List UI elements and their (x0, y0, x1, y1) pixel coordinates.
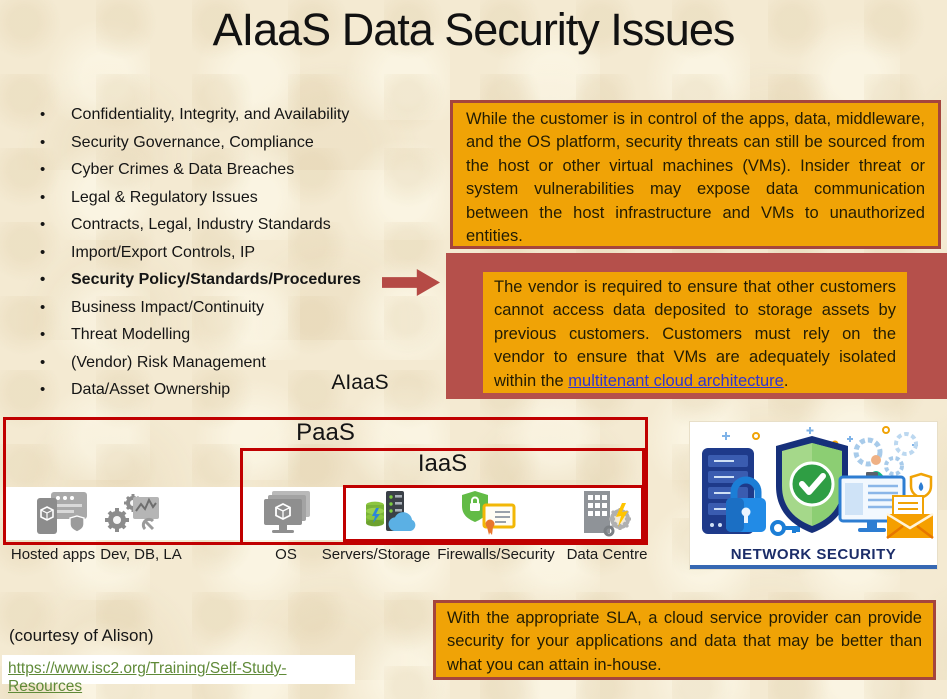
list-item: • Business Impact/Continuity (38, 294, 458, 322)
list-item-label: Cyber Crimes & Data Breaches (71, 161, 295, 178)
list-item-label: Confidentiality, Integrity, and Availabi… (71, 106, 350, 123)
list-item: • Cyber Crimes & Data Breaches (38, 156, 458, 184)
network-security-illustration (702, 426, 934, 539)
list-item-label: Threat Modelling (71, 326, 191, 343)
callout-vendor-text-end: . (783, 371, 789, 390)
list-item-label: Contracts, Legal, Industry Standards (71, 216, 331, 233)
list-item-highlighted: • Security Policy/Standards/Procedures (38, 266, 458, 294)
list-item-label: Security Policy/Standards/Procedures (71, 271, 361, 288)
security-issues-list: • Confidentiality, Integrity, and Availab… (38, 101, 458, 404)
list-item-label: Business Impact/Continuity (71, 298, 264, 316)
bullet-marker: • (40, 298, 46, 316)
list-item-label: Security Governance, Compliance (71, 133, 314, 151)
callout-sla-text: With the appropriate SLA, a cloud servic… (447, 609, 922, 674)
dev-db-la-icon (105, 494, 159, 532)
bullet-marker: • (40, 188, 46, 206)
iaas-label: IaaS (417, 450, 468, 477)
bullet-marker: • (40, 353, 46, 371)
aiaas-label: AIaaS (331, 371, 389, 394)
callout-vendor-isolation: The vendor is required to ensure that ot… (483, 272, 907, 393)
bullet-marker: • (40, 106, 46, 123)
list-item-label: Import/Export Controls, IP (71, 243, 256, 261)
list-item: • Legal & Regulatory Issues (38, 184, 458, 212)
servers-storage-icon (366, 491, 416, 531)
bullet-marker: • (40, 216, 46, 233)
data-centre-icon (584, 491, 631, 537)
os-icon (264, 491, 310, 533)
bullet-marker: • (40, 161, 46, 178)
bullet-marker: • (40, 133, 46, 151)
list-item: • Contracts, Legal, Industry Standards (38, 211, 458, 239)
list-item: • Import/Export Controls, IP (38, 239, 458, 267)
stack-item-label-dev-db-la: Dev, DB, LA (100, 546, 182, 563)
stack-item-label-hosted-apps: Hosted apps (10, 546, 96, 563)
page-title: AIaaS Data Security Issues (212, 4, 736, 55)
stack-item-label-servers-storage: Servers/Storage (321, 546, 431, 563)
list-item: • Threat Modelling (38, 321, 458, 349)
bullet-marker: • (40, 243, 46, 261)
stack-item-label-os: OS (275, 546, 297, 563)
source-link-bar: https://www.isc2.org/Training/Self-Study… (2, 655, 355, 695)
network-security-caption: NETWORK SECURITY (730, 546, 897, 563)
list-item-label: (Vendor) Risk Management (71, 353, 266, 371)
bullet-marker: • (40, 381, 46, 398)
callout-vendor-text: The vendor is required to ensure that ot… (494, 278, 896, 390)
paas-label: PaaS (296, 419, 355, 446)
list-item: • Confidentiality, Integrity, and Availab… (38, 101, 458, 129)
multitenant-architecture-link[interactable]: multitenant cloud architecture (568, 371, 784, 390)
list-item: • Data/Asset Ownership (38, 376, 458, 404)
isc2-resources-link[interactable]: https://www.isc2.org/Training/Self-Study… (8, 660, 287, 695)
callout-sla: With the appropriate SLA, a cloud servic… (433, 600, 936, 680)
bullet-marker: • (40, 326, 46, 343)
list-item: • (Vendor) Risk Management (38, 349, 458, 377)
bullet-marker: • (40, 271, 46, 288)
hosted-apps-icon (37, 492, 87, 534)
callout-vm-threats-text: While the customer is in control of the … (466, 110, 925, 246)
infrastructure-box (343, 485, 644, 542)
network-security-image: NETWORK SECURITY (690, 422, 937, 569)
image-bottom-strip (690, 565, 937, 569)
list-item-label: Data/Asset Ownership (71, 381, 231, 398)
courtesy-note: (courtesy of Alison) (9, 626, 154, 645)
callout-vendor-frame: The vendor is required to ensure that ot… (446, 253, 947, 399)
list-item-label: Legal & Regulatory Issues (71, 188, 258, 206)
stack-item-label-data-centre: Data Centre (566, 546, 648, 563)
list-item: • Security Governance, Compliance (38, 129, 458, 157)
callout-vm-threats: While the customer is in control of the … (450, 100, 941, 249)
firewalls-security-icon (462, 491, 516, 535)
stack-item-label-firewalls-security: Firewalls/Security (437, 546, 555, 563)
